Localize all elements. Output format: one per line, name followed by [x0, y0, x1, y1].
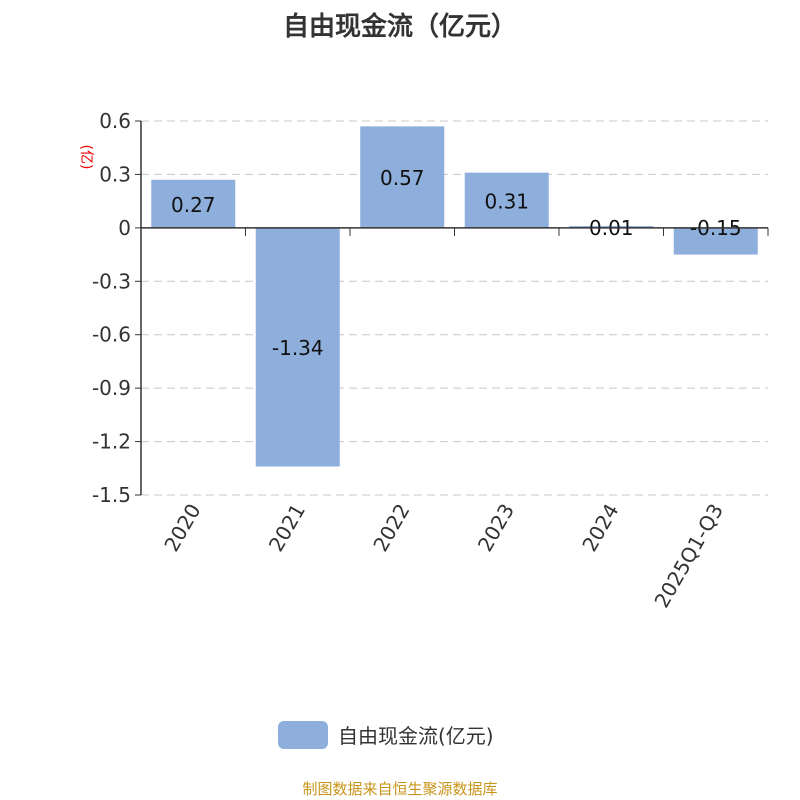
- y-axis-label: (亿): [78, 145, 94, 170]
- x-tick-label: 2023: [473, 500, 519, 556]
- y-tick-label: -1.5: [92, 483, 131, 507]
- chart-title: 自由现金流（亿元）: [282, 12, 517, 42]
- x-tick-label: 2022: [368, 500, 414, 556]
- y-tick-label: 0.3: [99, 162, 131, 186]
- y-tick-label: 0.6: [99, 109, 131, 133]
- x-tick-label: 2020: [159, 500, 205, 556]
- y-tick-label: 0: [118, 216, 131, 240]
- data-label: 0.31: [484, 189, 529, 213]
- bar: [464, 172, 549, 228]
- bar: [255, 227, 340, 467]
- data-label: 0.27: [171, 193, 216, 217]
- bar: [360, 126, 445, 228]
- bar: [673, 227, 758, 255]
- x-tick-label: 2025Q1-Q3: [649, 500, 728, 612]
- bar: [569, 226, 654, 228]
- y-tick-label: -0.3: [92, 269, 131, 293]
- x-tick-label: 2024: [577, 500, 623, 556]
- legend-label: 自由现金流(亿元): [338, 724, 494, 748]
- legend[interactable]: 自由现金流(亿元): [278, 720, 494, 749]
- x-tick-label: 2021: [264, 500, 310, 556]
- y-tick-label: -1.2: [92, 430, 131, 454]
- data-label: -1.34: [272, 336, 324, 360]
- legend-swatch: [278, 720, 328, 749]
- y-tick-label: -0.6: [92, 323, 131, 347]
- source-footer: 制图数据来自恒生聚源数据库: [302, 780, 498, 798]
- y-tick-label: -0.9: [92, 376, 131, 400]
- bar: [151, 179, 236, 228]
- data-label: 0.57: [380, 166, 425, 190]
